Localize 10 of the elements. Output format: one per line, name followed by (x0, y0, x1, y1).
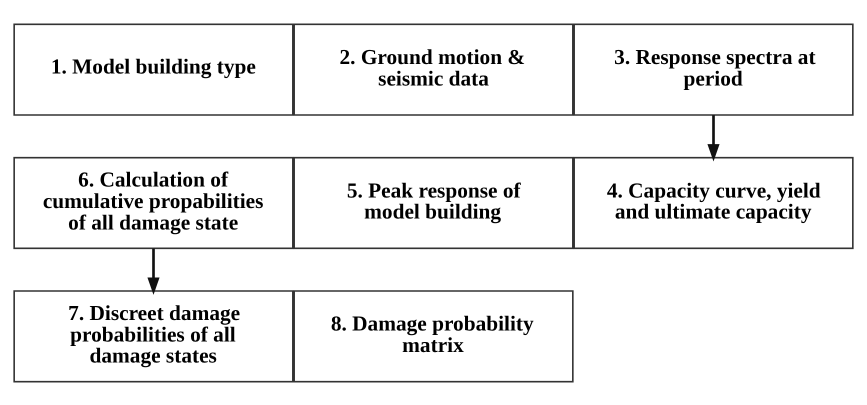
node-box: 7. Discreet damage probabilities of all damage states (13, 290, 294, 382)
node-box: 1. Model building type (13, 23, 294, 116)
node-box: 4. Capacity curve, yield and ultimate capacity (573, 156, 854, 249)
node-box: 6. Calculation of cumulative propabilities of all damage state (13, 156, 294, 249)
node-box: 5. Peak response of model building (293, 156, 574, 249)
arrow (147, 248, 160, 294)
node-box: 3. Response spectra at period (573, 23, 854, 116)
node-box: 8. Damage probability matrix (293, 290, 574, 382)
arrow (707, 114, 720, 162)
node-box: 2. Ground motion & seismic data (293, 23, 574, 116)
